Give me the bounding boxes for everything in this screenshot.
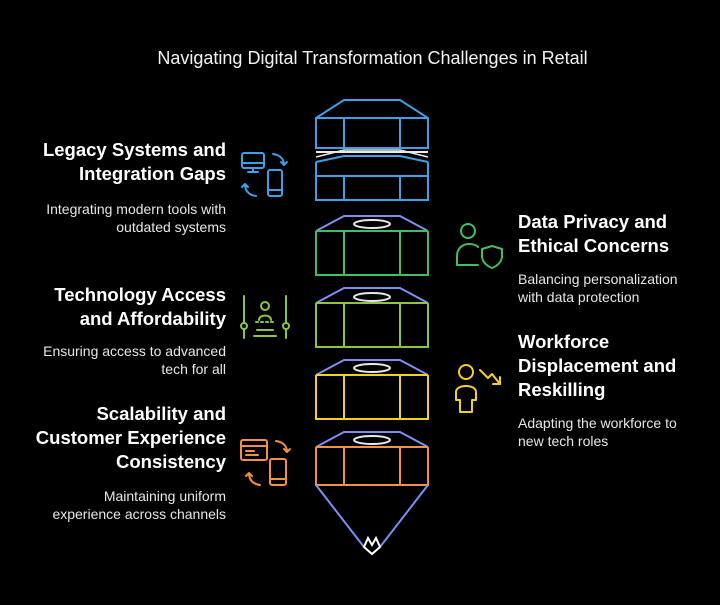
- heading-data-privacy: Data Privacy and Ethical Concerns: [518, 210, 669, 258]
- desc-line: experience across channels: [52, 506, 226, 522]
- yellow-hex-nut: [315, 359, 429, 420]
- desc-line: Adapting the workforce to: [518, 415, 677, 431]
- user-decline-icon: [455, 364, 501, 413]
- devices-sync-icon: [241, 152, 288, 197]
- heading-line: Technology Access: [54, 284, 226, 305]
- lime-hex-nut: [315, 287, 429, 348]
- desc-line: new tech roles: [518, 433, 609, 449]
- heading-line: Displacement and: [518, 355, 677, 376]
- orange-hex-nut: [315, 431, 429, 486]
- heading-technology-access: Technology Access and Affordability: [54, 283, 226, 331]
- screen-mobile-sync-icon: [240, 439, 291, 486]
- heading-line: Integration Gaps: [79, 163, 226, 184]
- desc-line: outdated systems: [116, 219, 226, 235]
- blue-cylinder: [315, 99, 429, 201]
- heading-scalability: Scalability and Customer Experience Cons…: [36, 402, 226, 474]
- heading-line: Consistency: [115, 451, 226, 472]
- page-title: Navigating Digital Transformation Challe…: [157, 48, 588, 68]
- heading-line: Scalability and: [96, 403, 226, 424]
- green-hex-nut: [315, 215, 429, 276]
- desc-legacy-systems: Integrating modern tools with outdated s…: [46, 200, 226, 236]
- heading-line: Reskilling: [518, 379, 606, 400]
- heading-legacy-systems: Legacy Systems and Integration Gaps: [43, 138, 226, 186]
- desc-line: Balancing personalization: [518, 271, 678, 287]
- cone-point: [315, 484, 429, 556]
- heading-line: Workforce: [518, 331, 610, 352]
- heading-line: Legacy Systems and: [42, 139, 226, 160]
- heading-line: and Affordability: [79, 308, 226, 329]
- heading-line: Data Privacy and: [518, 211, 668, 232]
- desc-scalability: Maintaining uniform experience across ch…: [52, 487, 226, 523]
- desc-line: with data protection: [518, 289, 640, 305]
- balance-user-icon: [240, 295, 290, 339]
- desc-line: tech for all: [161, 361, 226, 377]
- desc-workforce: Adapting the workforce to new tech roles: [518, 414, 677, 450]
- heading-line: Customer Experience: [35, 427, 226, 448]
- heading-line: Ethical Concerns: [518, 235, 670, 256]
- heading-workforce: Workforce Displacement and Reskilling: [518, 330, 676, 402]
- desc-line: Maintaining uniform: [103, 488, 226, 504]
- user-shield-icon: [456, 223, 503, 269]
- desc-line: Integrating modern tools with: [46, 201, 226, 217]
- desc-line: Ensuring access to advanced: [43, 343, 226, 359]
- desc-technology-access: Ensuring access to advanced tech for all: [43, 342, 226, 378]
- desc-data-privacy: Balancing personalization with data prot…: [518, 270, 678, 306]
